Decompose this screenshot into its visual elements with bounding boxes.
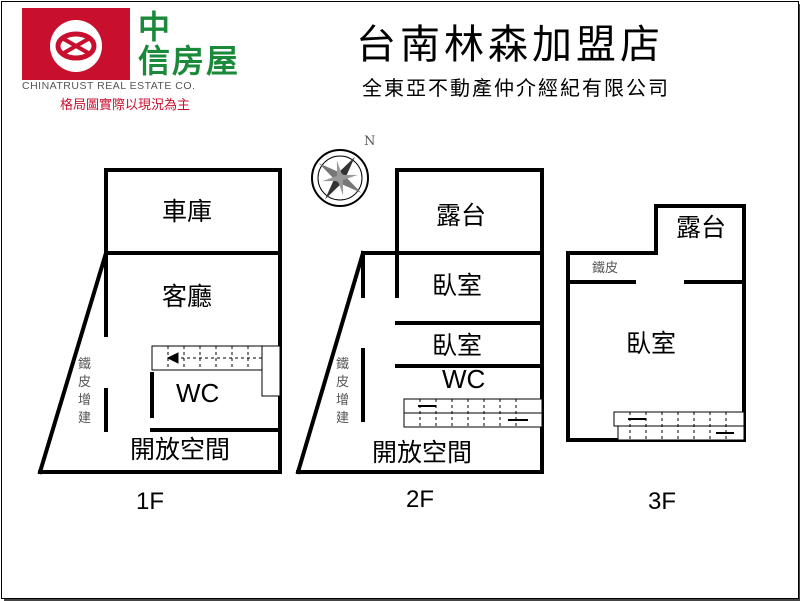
brand-name-cn-2: 信房屋 <box>138 42 241 80</box>
floor-1f-walls <box>37 168 282 475</box>
compass-rose-icon <box>311 149 369 207</box>
floor-label-2f: 2F <box>406 486 435 513</box>
floor-label-1f: 1F <box>136 488 165 515</box>
stairs-3f <box>613 411 745 441</box>
stairs-2f <box>403 398 543 428</box>
room-2f-open-space: 開放空間 <box>372 438 473 467</box>
floor-label-3f: 3F <box>648 488 677 515</box>
annex-2f-label: 鐵皮增建 <box>336 357 350 426</box>
brand-name-en: CHINATRUST REAL ESTATE CO. <box>22 80 196 92</box>
disclaimer: 格局圖實際以現況為主 <box>60 98 191 113</box>
room-1f-living: 客廳 <box>162 282 213 311</box>
brand-name-cn-1: 中 <box>138 8 172 46</box>
brand-logo <box>22 8 130 80</box>
room-1f-open-space: 開放空間 <box>130 435 231 464</box>
floor-3f-walls <box>566 204 746 442</box>
room-3f-bedroom: 臥室 <box>626 329 677 358</box>
stairs-1f <box>151 345 281 397</box>
room-1f-garage: 車庫 <box>162 197 213 226</box>
room-3f-terrace: 露台 <box>676 213 727 242</box>
annex-1f-label: 鐵皮增建 <box>78 357 92 426</box>
store-title: 台南林森加盟店 <box>356 22 664 68</box>
logo-emblem-icon <box>22 8 130 72</box>
room-2f-bedroom-2: 臥室 <box>432 331 483 360</box>
compass-north-label: N <box>364 134 376 149</box>
room-2f-bedroom-1: 臥室 <box>432 271 483 300</box>
room-2f-terrace: 露台 <box>436 201 487 230</box>
room-2f-wc: WC <box>442 364 486 394</box>
room-3f-iron-sheet: 鐵皮 <box>592 261 619 276</box>
room-1f-wc: WC <box>176 378 220 408</box>
company-name: 全東亞不動產仲介經紀有限公司 <box>362 76 670 100</box>
